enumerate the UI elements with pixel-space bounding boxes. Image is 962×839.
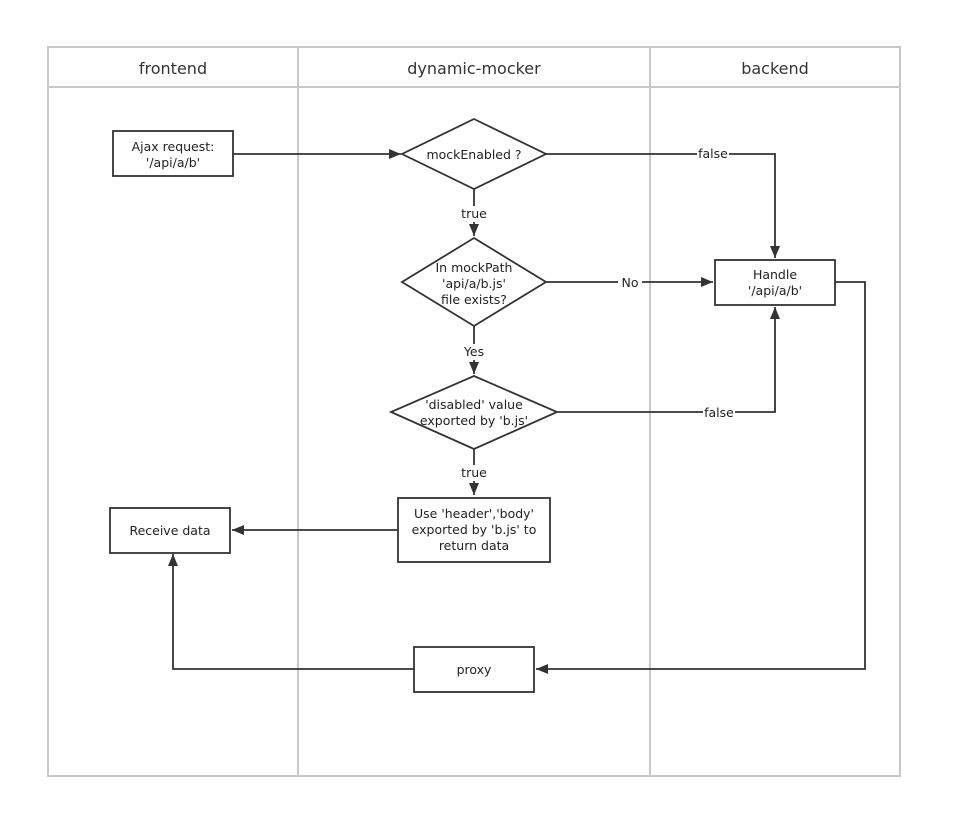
node-text-line: Receive data: [129, 523, 210, 538]
node-text-line: In mockPath: [436, 260, 513, 275]
node-text-line: file exists?: [441, 292, 507, 307]
process-box: [413, 646, 535, 693]
node-text-line: proxy: [457, 662, 492, 677]
node-mockpath-check: In mockPath 'api/a/b.js' file exists?: [400, 236, 548, 328]
edges: [168, 149, 866, 674]
decision-diamond: [399, 117, 549, 191]
node-disabled-check: 'disabled' value exported by 'b.js': [388, 375, 560, 450]
node-text-line: 'api/a/b.js': [442, 276, 506, 291]
node-text-line: Use 'header','body': [414, 506, 534, 521]
lane-title-dynamic-mocker: dynamic-mocker: [407, 59, 541, 78]
decision-diamond: [400, 236, 548, 328]
node-handle: Handle '/api/a/b': [714, 259, 836, 306]
edge-handle-to-proxy: [536, 281, 866, 674]
process-box: [397, 497, 551, 563]
node-text-line: return data: [439, 538, 509, 553]
edge-disabled-false-to-handle: [557, 307, 780, 413]
label-mockpath-yes: Yes: [463, 344, 484, 359]
node-text-line: 'disabled' value: [425, 397, 523, 412]
label-mockpath-no: No: [622, 275, 639, 290]
node-use-header-body: Use 'header','body' exported by 'b.js' t…: [397, 497, 551, 563]
label-disabled-true: true: [461, 465, 487, 480]
process-box: [112, 130, 234, 177]
node-text-line: mockEnabled ?: [426, 147, 521, 162]
process-box: [714, 259, 836, 306]
node-text-line: Ajax request:: [132, 139, 215, 154]
decision-diamond: [388, 375, 560, 450]
node-text-line: '/api/a/b': [146, 155, 200, 170]
edge-labels: false true No Yes false true: [459, 146, 735, 481]
node-ajax-request: Ajax request: '/api/a/b': [112, 130, 234, 177]
node-text-line: exported by 'b.js': [420, 413, 528, 428]
label-disabled-false: false: [704, 405, 734, 420]
node-mock-enabled: mockEnabled ?: [399, 117, 549, 191]
process-box: [109, 507, 231, 554]
node-text-line: '/api/a/b': [748, 283, 802, 298]
label-mockenabled-false: false: [698, 146, 728, 161]
edge-mockenabled-false-to-handle: [546, 153, 780, 258]
node-text-line: Handle: [753, 267, 797, 282]
lane-title-frontend: frontend: [139, 59, 207, 78]
node-text-line: exported by 'b.js' to: [412, 522, 537, 537]
node-proxy: proxy: [413, 646, 535, 693]
edge-proxy-to-receive: [168, 554, 414, 670]
label-mockenabled-true: true: [461, 206, 487, 221]
lane-title-backend: backend: [741, 59, 809, 78]
node-receive-data: Receive data: [109, 507, 231, 554]
